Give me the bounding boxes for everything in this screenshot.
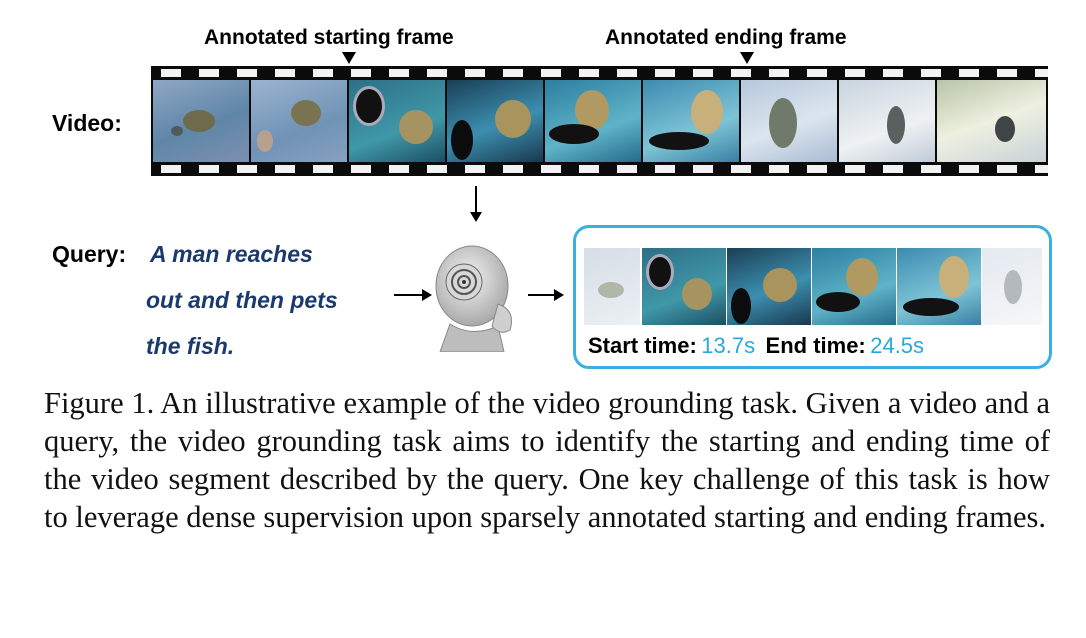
video-frame-6 xyxy=(643,80,739,162)
video-frame-5 xyxy=(545,80,641,162)
video-frame-7 xyxy=(741,80,837,162)
result-frame-1 xyxy=(584,248,640,325)
result-frame-4 xyxy=(812,248,896,325)
end-time-value: 24.5s xyxy=(870,333,925,358)
film-perforations-top xyxy=(151,69,1048,77)
annotated-end-label: Annotated ending frame xyxy=(605,26,847,49)
down-arrow-icon xyxy=(470,186,482,222)
video-frame-2 xyxy=(251,80,347,162)
annotated-start-label: Annotated starting frame xyxy=(204,26,454,49)
query-text-line-2: out and then pets xyxy=(146,287,338,313)
end-time-label: End time: xyxy=(765,333,866,358)
figure-caption: Figure 1. An illustrative example of the… xyxy=(44,386,1050,534)
start-time-label: Start time: xyxy=(588,333,697,358)
video-frame-4 xyxy=(447,80,543,162)
robot-head-icon xyxy=(435,245,512,352)
query-text-line-3: the fish. xyxy=(146,333,235,359)
video-frame-9 xyxy=(937,80,1046,162)
film-perforations-bottom xyxy=(151,165,1048,173)
video-frame-1 xyxy=(153,80,249,162)
query-label: Query: xyxy=(52,241,127,267)
video-frame-3 xyxy=(349,80,445,162)
start-time-value: 13.7s xyxy=(701,333,756,358)
start-frame-marker-icon xyxy=(342,52,356,64)
video-label: Video: xyxy=(52,110,122,136)
result-frame-2 xyxy=(642,248,726,325)
end-frame-marker-icon xyxy=(740,52,754,64)
arrow-right-result-icon xyxy=(528,289,564,301)
result-frame-5 xyxy=(897,248,981,325)
time-readout: Start time: 13.7s End time: 24.5s xyxy=(588,333,924,359)
result-frame-3 xyxy=(727,248,811,325)
result-frame-6 xyxy=(982,248,1042,325)
arrow-right-icon xyxy=(394,289,432,301)
video-frame-8 xyxy=(839,80,935,162)
grounding-result-box: Start time: 13.7s End time: 24.5s xyxy=(573,225,1052,369)
video-filmstrip xyxy=(151,66,1048,176)
query-text-line-1: A man reaches xyxy=(150,241,313,267)
